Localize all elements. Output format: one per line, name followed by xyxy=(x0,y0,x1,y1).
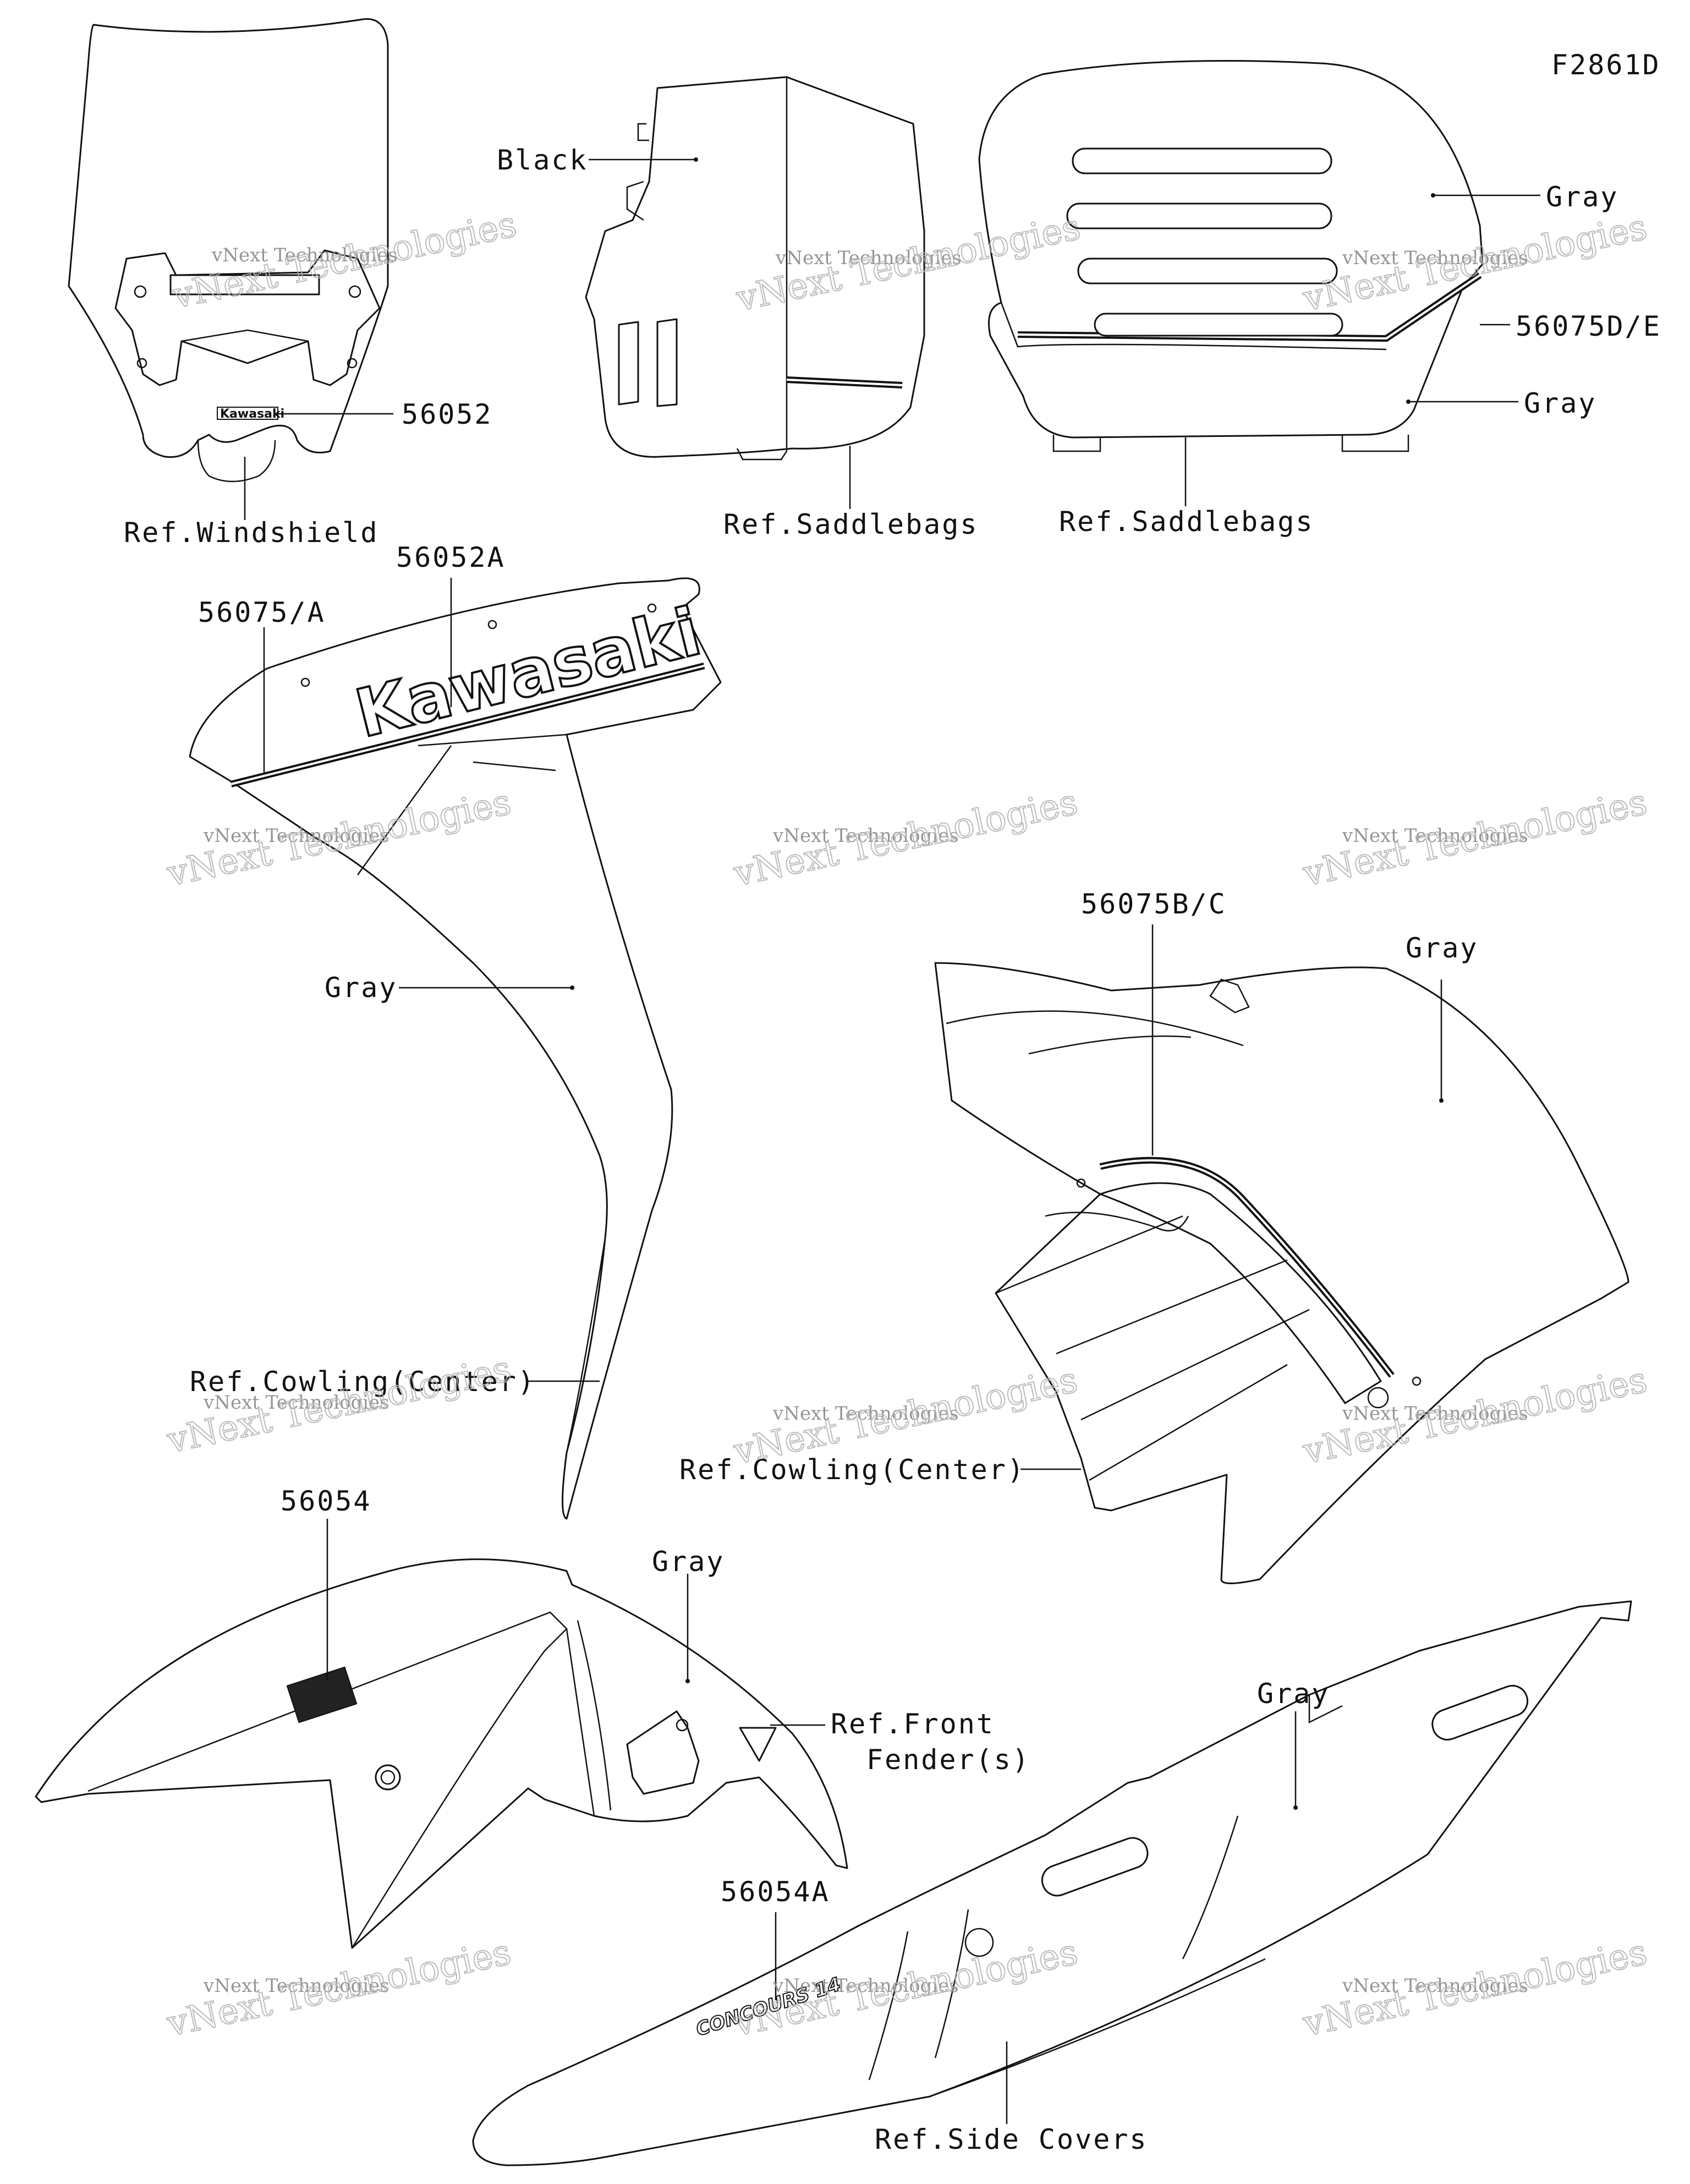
saddlebag-side-foot xyxy=(736,448,788,461)
side-cover-slot xyxy=(1041,1837,1149,1897)
watermark-text: vNext Technologies xyxy=(772,1975,959,1997)
side-cover-panel-line xyxy=(1182,1815,1239,1959)
cowling-left-inner-edge xyxy=(566,1238,606,1453)
part-number-56052a: 56052A xyxy=(396,541,506,573)
watermark-text: vNext Technologies xyxy=(775,247,962,269)
cowling-left-panel-line xyxy=(473,761,556,771)
windshield-hole xyxy=(348,285,361,298)
cowling-right-curve xyxy=(1028,1035,1192,1055)
watermark-text: vNext Technologies xyxy=(772,1403,959,1425)
front-fender-inner-line xyxy=(566,1628,595,1816)
part-number-56054: 56054 xyxy=(281,1485,372,1517)
windshield-group: Kawasaki 56052 Ref.Windshield xyxy=(68,18,493,549)
watermark-text: vNext Technologies xyxy=(203,1392,389,1414)
cowling-right-hole xyxy=(1076,1178,1086,1188)
cowling-left-panel-lines xyxy=(356,734,567,875)
ref-saddlebags-right-label: Ref.Saddlebags xyxy=(1059,506,1314,538)
cowling-right-mount xyxy=(1367,1387,1389,1409)
front-fender-group: 56054 Gray Ref.Front Fender(s) xyxy=(35,1485,1030,1949)
cowling-right-group: 56075B/C Gray Ref.Cowling(Center) xyxy=(679,888,1629,1584)
ref-front-fender-label-line2: Fender(s) xyxy=(866,1744,1030,1776)
ref-side-covers-label: Ref.Side Covers xyxy=(875,2123,1148,2155)
front-fender-gray-label: Gray xyxy=(652,1546,725,1578)
saddlebag-rear-slot xyxy=(1094,313,1343,337)
windshield-bracket-bar xyxy=(169,274,320,295)
cowling-right-gray-label: Gray xyxy=(1406,932,1478,964)
saddlebag-rear-slot xyxy=(1066,202,1332,229)
front-fender-inner-line xyxy=(577,1620,612,1811)
side-cover-lower-edge xyxy=(929,1958,1266,2098)
saddlebag-rear-lower-edge xyxy=(1000,302,1387,351)
ref-cowling-left-label: Ref.Cowling(Center) xyxy=(190,1366,536,1398)
side-cover-hole xyxy=(964,1928,994,1957)
watermark-text: vNext Technologies xyxy=(1342,825,1528,847)
front-fender-outline xyxy=(35,1558,848,1949)
watermark-text: vNext Technologies xyxy=(203,1975,389,1997)
saddlebag-rear-slot xyxy=(1077,258,1338,284)
watermark-text: vNext Technologies xyxy=(1342,247,1528,269)
part-number-56075bc: 56075B/C xyxy=(1081,888,1227,920)
cowling-right-hole xyxy=(1412,1376,1422,1386)
front-fender-bracket-hole xyxy=(676,1718,689,1732)
cowling-right-tab xyxy=(1209,978,1250,1014)
windshield-outline xyxy=(68,18,389,458)
part-number-56052: 56052 xyxy=(402,398,493,430)
cowling-hole xyxy=(300,677,310,687)
windshield-bottom-notch xyxy=(197,440,276,483)
front-fender-bolt xyxy=(375,1764,401,1791)
saddlebag-latch xyxy=(637,123,649,141)
watermark-text: vNext Technologies xyxy=(203,825,389,847)
saddlebag-side-group: Black Ref.Saddlebags xyxy=(497,76,978,540)
saddlebag-rear-slot xyxy=(1072,147,1332,174)
saddlebag-gray-lower-label: Gray xyxy=(1524,387,1596,419)
cowling-hole xyxy=(647,603,657,613)
cowling-right-fins xyxy=(995,1215,1310,1481)
saddlebag-vent xyxy=(656,318,678,407)
part-number-56075de: 56075D/E xyxy=(1516,310,1661,342)
cowling-right-curve xyxy=(946,1010,1244,1047)
ref-cowling-right-label: Ref.Cowling(Center) xyxy=(679,1454,1025,1486)
cowling-right-duct xyxy=(1099,1182,1382,1404)
windshield-hole xyxy=(134,285,147,298)
saddlebag-latch-lower xyxy=(626,180,644,221)
windshield-hole xyxy=(347,358,358,369)
ref-saddlebags-left-label: Ref.Saddlebags xyxy=(723,508,978,540)
front-fender-krs-decal xyxy=(286,1666,358,1723)
side-cover-slot xyxy=(1431,1684,1529,1740)
windshield-decal-text: Kawasaki xyxy=(220,407,284,421)
windshield-bracket-inner xyxy=(181,329,309,342)
saddlebag-rear-foot xyxy=(1341,435,1409,452)
ref-windshield-label: Ref.Windshield xyxy=(124,517,378,549)
part-number-56054a: 56054A xyxy=(721,1876,830,1908)
saddlebag-vent xyxy=(618,321,639,406)
saddlebag-rear-group: Gray 56075D/E Gray Ref.Saddlebags xyxy=(978,60,1661,538)
front-fender-reflector xyxy=(739,1727,777,1762)
part-number-56075a: 56075/A xyxy=(198,596,326,628)
front-fender-bracket xyxy=(626,1710,700,1795)
cowling-right-fin-edge xyxy=(1045,1212,1189,1231)
cowling-left-outline xyxy=(189,577,722,1520)
cowling-left-gray-label: Gray xyxy=(325,972,397,1004)
front-fender-panel-edge xyxy=(87,1611,568,1948)
figure-code: F2861D xyxy=(1551,49,1661,81)
saddlebag-black-label: Black xyxy=(497,144,588,176)
side-cover-panel-line xyxy=(868,1931,909,2081)
watermark-text: vNext Technologies xyxy=(772,825,959,847)
side-cover-panel-line xyxy=(934,1909,969,2059)
watermark-text: vNext Technologies xyxy=(211,244,398,266)
windshield-hole xyxy=(136,358,147,369)
watermark-text: vNext Technologies xyxy=(1342,1403,1528,1425)
cowling-hole xyxy=(487,620,497,630)
saddlebag-gray-upper-label: Gray xyxy=(1546,181,1618,213)
saddlebag-rear-foot xyxy=(1052,435,1101,452)
ref-front-fender-label-line1: Ref.Front xyxy=(831,1708,995,1740)
watermark-text: vNext Technologies xyxy=(1342,1975,1528,1997)
side-cover-tab xyxy=(1308,1695,1343,1724)
side-cover-gray-label: Gray xyxy=(1257,1678,1330,1710)
